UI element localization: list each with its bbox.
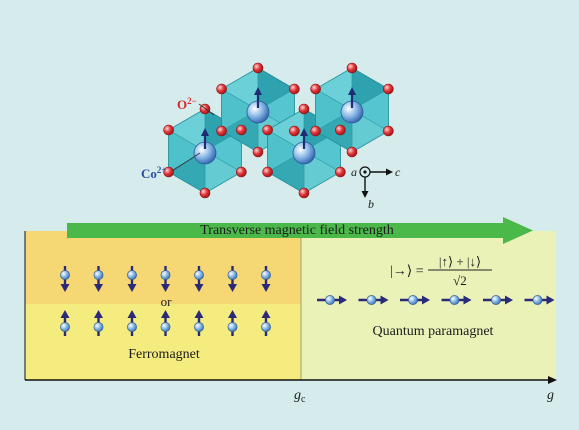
oxygen-ion <box>383 125 394 137</box>
spin <box>441 295 472 305</box>
spin <box>483 295 513 305</box>
oxygen-ion <box>298 187 310 199</box>
oxygen-ion <box>346 62 358 74</box>
svg-text:|↑⟩ + |↓⟩: |↑⟩ + |↓⟩ <box>439 254 481 269</box>
spin <box>227 266 238 292</box>
oxygen-ion <box>346 146 358 158</box>
spin <box>261 266 271 292</box>
svg-text:|→⟩ =: |→⟩ = <box>390 264 424 279</box>
oxygen-ion <box>236 124 247 136</box>
oxygen-ion <box>289 83 300 95</box>
cobalt-leader <box>171 152 201 172</box>
oxygen-label: O2− <box>177 96 197 112</box>
spin <box>127 310 137 336</box>
field-arrow-label: Transverse magnetic field strength <box>200 223 394 238</box>
oxygen-ion <box>289 125 300 137</box>
oxygen-ion <box>163 124 174 136</box>
spin-row-down <box>60 266 271 292</box>
g-label: g <box>547 388 554 403</box>
spin <box>358 295 389 305</box>
oxygen-ion <box>310 83 321 95</box>
svg-text:c: c <box>395 165 401 179</box>
crystal-structure <box>163 62 394 199</box>
oxygen-ion <box>262 166 273 178</box>
or-label: or <box>161 294 173 309</box>
ferro-region-top <box>25 231 301 304</box>
spin <box>93 310 104 336</box>
spin <box>127 266 137 292</box>
gc-label: gc <box>294 388 306 405</box>
oxygen-ion <box>262 124 273 136</box>
oxygen-ion <box>310 125 321 137</box>
oxygen-ion <box>199 187 211 199</box>
oxygen-ion <box>216 125 227 137</box>
oxygen-ion <box>216 83 227 95</box>
spin <box>60 266 70 292</box>
spin <box>261 310 271 336</box>
oxygen-ion <box>163 166 174 178</box>
spin <box>400 295 430 305</box>
oxygen-ion <box>252 62 264 74</box>
quantum-paramagnet-label: Quantum paramagnet <box>373 324 494 339</box>
svg-text:a: a <box>351 165 357 179</box>
spin <box>317 295 347 305</box>
spin <box>194 310 204 336</box>
spin <box>194 266 204 292</box>
g-axis: gc g <box>24 231 557 405</box>
oxygen-ion <box>335 124 346 136</box>
crystal-axes: a c b <box>351 165 401 211</box>
superposition-equation: |→⟩ = |↑⟩ + |↓⟩ √2 <box>390 254 492 288</box>
spin <box>93 266 104 292</box>
spin <box>160 266 171 292</box>
cobalt-label: Co2+ <box>141 165 167 181</box>
oxygen-leader <box>198 103 215 116</box>
spin <box>60 310 70 336</box>
svg-text:b: b <box>368 197 374 211</box>
oxygen-ion <box>252 146 264 158</box>
spin <box>524 295 555 305</box>
spin-row-right <box>317 295 555 305</box>
ferromagnet-label: Ferromagnet <box>128 347 200 362</box>
svg-text:√2: √2 <box>453 273 467 288</box>
oxygen-ion <box>236 166 247 178</box>
spin-row-up <box>60 310 271 336</box>
oxygen-ion <box>298 103 310 115</box>
paramagnet-region <box>301 231 556 380</box>
field-arrow: Transverse magnetic field strength <box>67 217 533 244</box>
spin <box>160 310 171 336</box>
spin <box>227 310 238 336</box>
oxygen-ion <box>383 83 394 95</box>
oxygen-ion <box>335 166 346 178</box>
octahedron <box>315 67 389 153</box>
